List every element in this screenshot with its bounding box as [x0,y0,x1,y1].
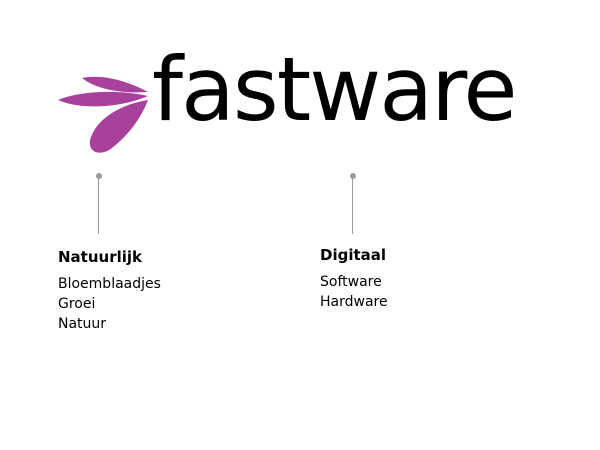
petal-bottom [89,100,148,153]
connector-dot-natuurlijk [96,173,102,179]
concept-item: Groei [58,296,96,312]
concept-list: Software Hardware [320,272,388,312]
concept-column-digitaal: Digitaal Software Hardware [320,246,388,312]
concept-item: Software [320,274,382,290]
concept-heading: Digitaal [320,246,387,264]
connector-line-natuurlijk [98,178,99,234]
concept-column-natuurlijk: Natuurlijk Bloemblaadjes Groei Natuur [58,248,161,334]
petal-top [82,76,148,93]
logo-wordmark: fastware [152,38,518,141]
connector-line-digitaal [352,178,353,234]
concept-heading: Natuurlijk [58,248,143,266]
concept-item: Bloemblaadjes [58,276,161,292]
connector-dot-digitaal [350,173,356,179]
concept-item: Natuur [58,316,107,332]
concept-item: Hardware [320,294,388,310]
purple-petals-icon [56,72,156,158]
petal-middle [58,91,148,107]
concept-list: Bloemblaadjes Groei Natuur [58,274,161,334]
